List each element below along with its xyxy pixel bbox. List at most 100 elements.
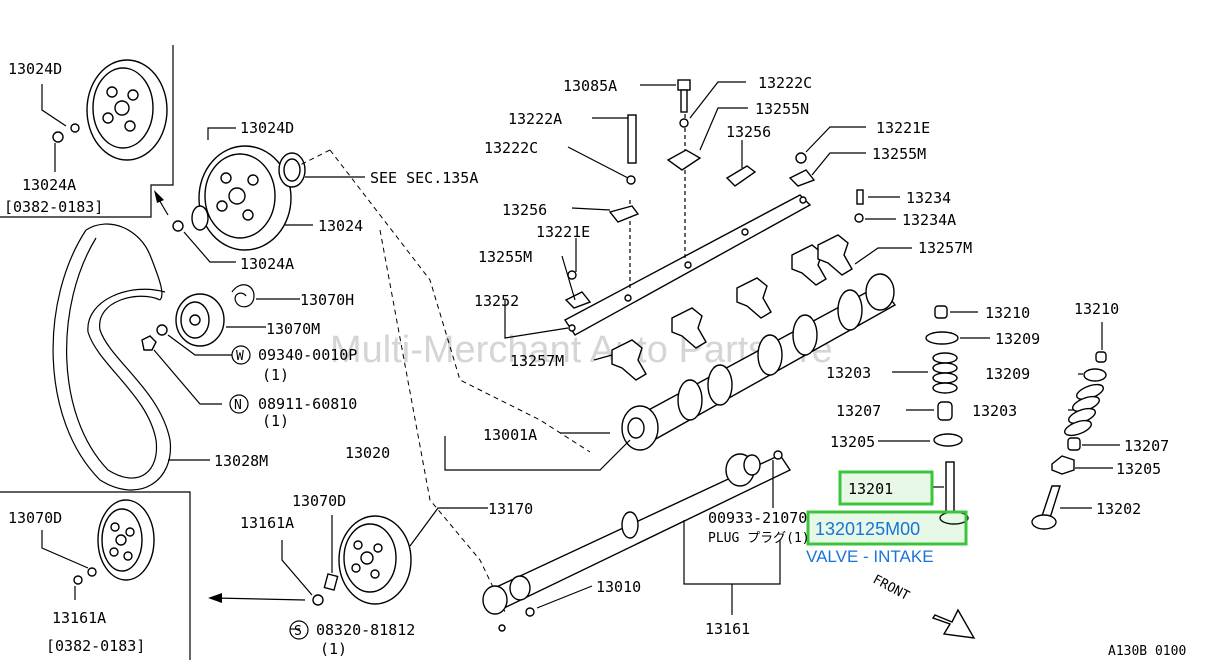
valve-spring-13203-right[interactable] bbox=[1063, 382, 1105, 439]
valve-spring-seat-13209-right[interactable] bbox=[1083, 368, 1107, 382]
sprocket-13170[interactable] bbox=[338, 515, 412, 605]
label-08320-81812: 08320-81812 bbox=[316, 621, 415, 639]
valve-retainer-13210-right[interactable] bbox=[1095, 351, 1107, 363]
label-13070H: 13070H bbox=[300, 291, 354, 309]
bolt-13085A[interactable] bbox=[677, 79, 691, 113]
label-13222A: 13222A bbox=[508, 110, 562, 128]
highlight-box-13201[interactable] bbox=[838, 470, 934, 506]
label-13085A: 13085A bbox=[563, 77, 617, 95]
label-13161A: 13161A bbox=[240, 514, 294, 532]
valve-exhaust-13202[interactable] bbox=[1031, 485, 1061, 530]
camshaft-sprocket-13024[interactable] bbox=[198, 145, 292, 251]
label-13203-right: 13203 bbox=[972, 402, 1017, 420]
label-13234A: 13234A bbox=[902, 211, 956, 229]
label-date-range-top: [0382-0183] bbox=[4, 198, 103, 216]
front-direction-arrow bbox=[931, 608, 976, 639]
label-13010: 13010 bbox=[596, 578, 641, 596]
sprocket-inset-bottom[interactable] bbox=[97, 499, 155, 581]
washer-13070D[interactable] bbox=[323, 573, 339, 591]
label-13207: 13207 bbox=[836, 402, 881, 420]
nut-08911[interactable] bbox=[141, 335, 157, 351]
pin-13234[interactable] bbox=[856, 189, 864, 205]
label-13222C: 13222C bbox=[484, 139, 538, 157]
label-13255M: 13255M bbox=[478, 248, 532, 266]
stud-13222A[interactable] bbox=[627, 114, 637, 164]
label-13203: 13203 bbox=[826, 364, 871, 382]
valve-intake-13201[interactable] bbox=[939, 461, 969, 525]
svg-text:W: W bbox=[236, 349, 244, 364]
label-13256: 13256 bbox=[502, 201, 547, 219]
clip-13255M[interactable] bbox=[564, 169, 816, 309]
seal-ring[interactable] bbox=[278, 152, 306, 188]
svg-text:S: S bbox=[294, 624, 302, 639]
valve-seal-13207-right[interactable] bbox=[1067, 437, 1081, 451]
sprocket-bolt[interactable] bbox=[172, 220, 184, 232]
bolt-08320[interactable] bbox=[498, 607, 535, 632]
label-valve-intake[interactable]: VALVE - INTAKE bbox=[806, 547, 934, 566]
label-13001A: 13001A bbox=[483, 426, 537, 444]
label-13221E: 13221E bbox=[536, 223, 590, 241]
label-13070D: 13070D bbox=[292, 492, 346, 510]
valve-retainer-13210[interactable] bbox=[934, 305, 948, 319]
timing-belt-13028M[interactable] bbox=[52, 223, 172, 491]
diagram-code: A130B 0100 bbox=[1108, 644, 1186, 659]
label-13256-top: 13256 bbox=[726, 123, 771, 141]
clip-13255N[interactable] bbox=[666, 149, 702, 171]
valve-spring-seat-13209[interactable] bbox=[925, 331, 959, 345]
washer-13222C[interactable] bbox=[626, 118, 689, 185]
label-qty-08320: (1) bbox=[320, 640, 347, 658]
tensioner-spring-13070H[interactable] bbox=[231, 284, 255, 308]
washer-09340[interactable] bbox=[156, 324, 168, 336]
svg-text:N: N bbox=[234, 398, 242, 413]
label-13170: 13170 bbox=[488, 500, 533, 518]
shaft-13010[interactable] bbox=[482, 450, 792, 615]
label-13024D-inset: 13024D bbox=[8, 60, 62, 78]
label-13234: 13234 bbox=[906, 189, 951, 207]
bolt-13161A[interactable] bbox=[312, 594, 324, 606]
inset-frame-top-left bbox=[0, 45, 174, 218]
label-13255M-top: 13255M bbox=[872, 145, 926, 163]
label-13201[interactable]: 13201 bbox=[848, 480, 893, 498]
mark-S: S bbox=[289, 620, 309, 640]
bolt-inset-bottom[interactable] bbox=[73, 567, 97, 585]
bracket-13256-left[interactable] bbox=[608, 205, 640, 223]
washer-13221E[interactable] bbox=[567, 152, 807, 280]
label-13255N: 13255N bbox=[755, 100, 809, 118]
label-13205-right: 13205 bbox=[1116, 460, 1161, 478]
label-13257M: 13257M bbox=[510, 352, 564, 370]
valve-spring-washer-13205-right[interactable] bbox=[1051, 455, 1075, 475]
rocker-arms-13257M[interactable] bbox=[611, 234, 853, 381]
label-13205: 13205 bbox=[830, 433, 875, 451]
belt-tensioner-13070M[interactable] bbox=[175, 293, 225, 347]
rocker-shaft-13252[interactable] bbox=[563, 194, 812, 336]
label-00933-21070: 00933-21070 bbox=[708, 509, 807, 527]
label-13209: 13209 bbox=[995, 330, 1040, 348]
label-front: FRONT bbox=[870, 572, 912, 604]
label-qty-09340: (1) bbox=[262, 366, 289, 384]
valve-spring-13203[interactable] bbox=[932, 352, 958, 394]
bolt-inset-top[interactable] bbox=[52, 123, 80, 143]
highlight-box-part-number[interactable] bbox=[806, 510, 968, 546]
bracket-13256-right[interactable] bbox=[725, 165, 757, 187]
label-date-range-bottom: [0382-0183] bbox=[46, 637, 145, 655]
camshaft-13001A[interactable] bbox=[621, 273, 897, 451]
label-09340-0010P: 09340-0010P bbox=[258, 346, 357, 364]
label-13161: 13161 bbox=[705, 620, 750, 638]
label-13020: 13020 bbox=[345, 444, 390, 462]
label-08911-60810: 08911-60810 bbox=[258, 395, 357, 413]
valve-seal-13207[interactable] bbox=[937, 401, 953, 421]
label-see-sec-135a: SEE SEC.135A bbox=[370, 169, 478, 187]
label-13024A-inset: 13024A bbox=[22, 176, 76, 194]
valve-spring-washer-13205[interactable] bbox=[933, 433, 963, 447]
label-13252: 13252 bbox=[474, 292, 519, 310]
mark-W: W bbox=[231, 345, 251, 365]
sprocket-inset-top[interactable] bbox=[86, 59, 168, 161]
washer-13234A[interactable] bbox=[854, 213, 864, 223]
label-13209-right: 13209 bbox=[985, 365, 1030, 383]
sprocket-washer[interactable] bbox=[191, 205, 209, 231]
label-part-number-1320125M00[interactable]: 1320125M00 bbox=[815, 519, 920, 539]
label-13028M: 13028M bbox=[214, 452, 268, 470]
label-13221E-top: 13221E bbox=[876, 119, 930, 137]
